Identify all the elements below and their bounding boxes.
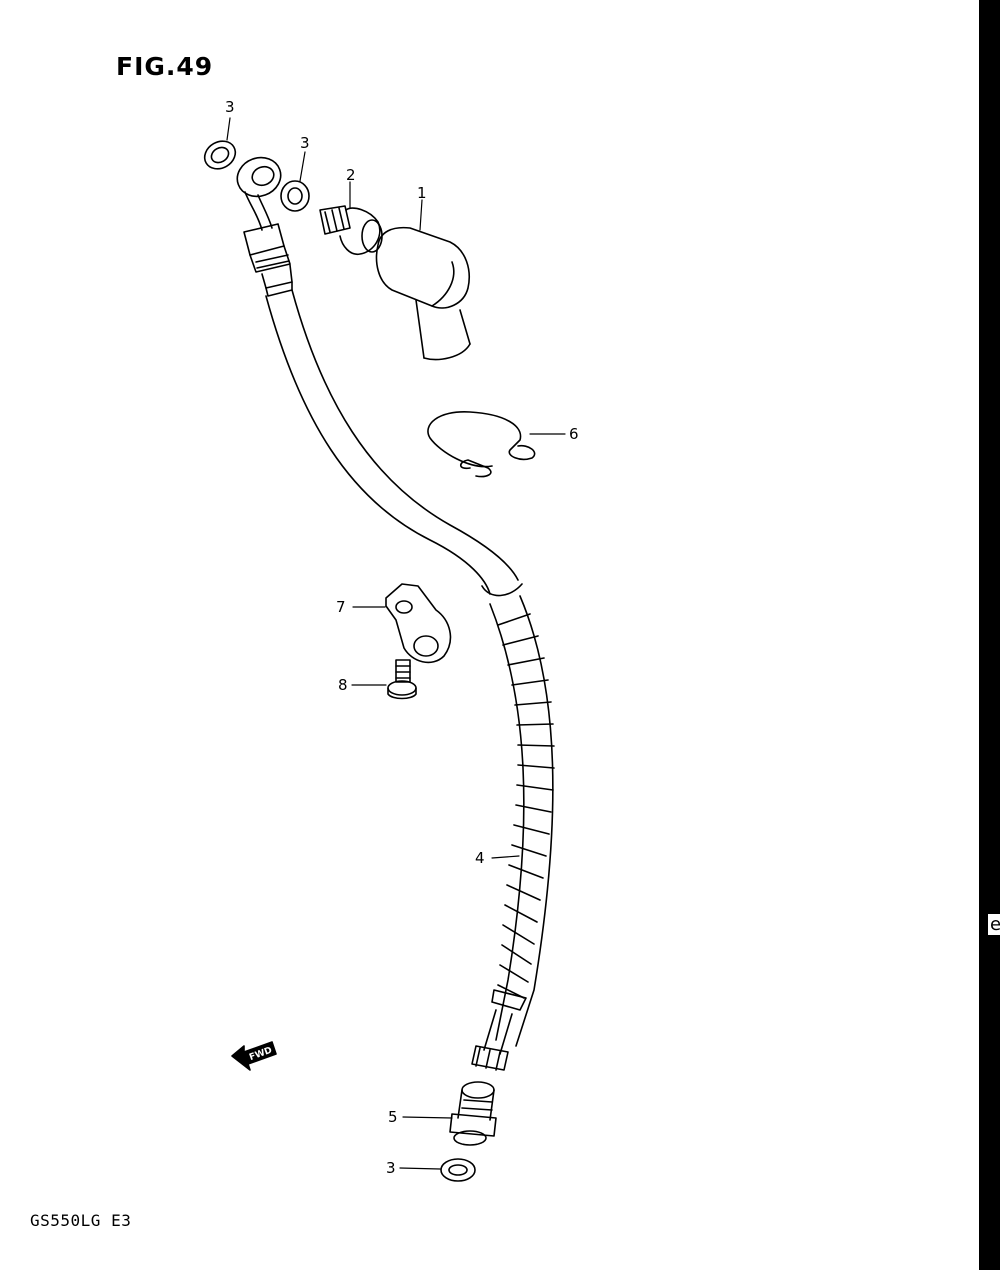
hose-rubber-section (265, 289, 523, 597)
leader-lines (226, 117, 566, 1170)
union-bolt (319, 205, 383, 256)
edge-character: e (988, 914, 1000, 935)
hose-cover (375, 226, 471, 361)
callout-4: 4 (475, 849, 485, 867)
figure-title: FIG.49 (116, 52, 214, 81)
callout-8: 8 (338, 676, 348, 694)
fwd-arrow-icon (231, 1041, 277, 1071)
hose-lower-fitting (471, 1009, 513, 1071)
callout-1: 1 (417, 184, 427, 202)
model-code: GS550LG E3 (30, 1211, 132, 1230)
callout-2: 2 (346, 166, 356, 184)
hose-braided-section (489, 595, 555, 1047)
bracket-bolt (387, 659, 417, 700)
fwd-label: FWD (248, 1046, 274, 1063)
callout-3-top: 3 (225, 98, 235, 116)
hose-union-nut (449, 1081, 497, 1146)
callout-7: 7 (336, 598, 346, 616)
callout-3-bottom: 3 (386, 1159, 396, 1177)
hose-clamp-wire (427, 411, 536, 478)
banjo-fitting (236, 156, 282, 231)
washer-middle (280, 180, 310, 212)
callout-6: 6 (569, 425, 579, 443)
hose-guide-bracket (385, 583, 452, 664)
page-edge-bar (979, 0, 1000, 1270)
callout-5: 5 (388, 1108, 398, 1126)
washer-top-left (203, 140, 237, 170)
washer-bottom (440, 1158, 476, 1182)
callout-3-middle: 3 (300, 134, 310, 152)
hose-upper-fitting (243, 223, 293, 297)
